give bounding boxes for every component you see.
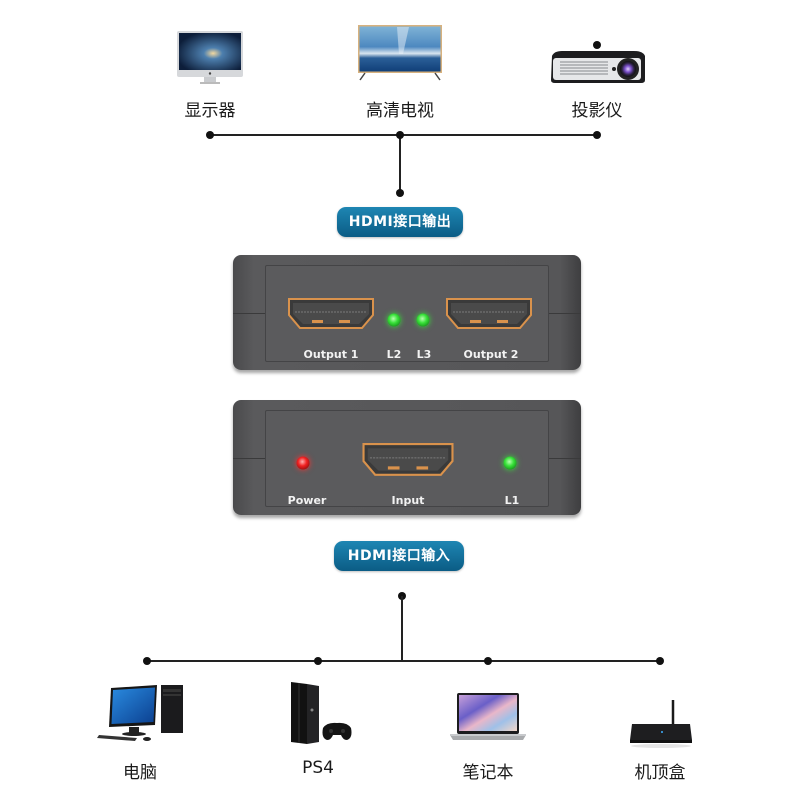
hdmi-port-output-1 xyxy=(288,298,374,329)
hdmi-port-output-2 xyxy=(446,298,532,329)
laptop-icon xyxy=(450,693,526,740)
led-l1 xyxy=(503,456,517,470)
set-top-box-icon xyxy=(630,700,692,748)
input-device-label-set-top-box: 机顶盒 xyxy=(634,763,686,783)
port-label-input: Input xyxy=(391,494,425,507)
monitor-icon xyxy=(177,31,243,84)
splitter-output-panel: Output 1 L2 L3 Output 2 xyxy=(233,255,581,370)
hdmi-output-badge: HDMI接口输出 xyxy=(337,207,463,237)
output-device-label-monitor: 显示器 xyxy=(184,101,236,121)
led-power xyxy=(296,456,310,470)
hdmi-input-badge: HDMI接口输入 xyxy=(334,541,464,571)
connector-dot xyxy=(206,131,214,139)
led-label-l3: L3 xyxy=(416,348,432,361)
input-device-label-pc: 电脑 xyxy=(123,763,157,783)
input-device-label-laptop: 笔记本 xyxy=(462,763,514,783)
led-label-power: Power xyxy=(287,494,327,507)
input-device-label-ps4: PS4 xyxy=(302,758,334,778)
connector-dot xyxy=(143,657,151,665)
desktop-pc-icon xyxy=(97,685,183,741)
input-connector-stem xyxy=(401,596,403,661)
port-label-output-2: Output 2 xyxy=(463,348,519,361)
led-l3 xyxy=(416,313,430,327)
connector-dot xyxy=(396,131,404,139)
connector-dot xyxy=(396,189,404,197)
projector-icon xyxy=(551,51,645,83)
tv-icon xyxy=(358,25,442,81)
input-connector-bar xyxy=(147,660,660,662)
output-device-label-projector: 投影仪 xyxy=(571,101,623,121)
game-console-icon xyxy=(291,682,352,744)
connector-dot xyxy=(593,131,601,139)
output-connector-stem xyxy=(399,135,401,193)
connector-dot xyxy=(314,657,322,665)
splitter-input-panel: Power Input L1 xyxy=(233,400,581,515)
led-l2 xyxy=(387,313,401,327)
connector-dot xyxy=(656,657,664,665)
output-device-label-tv: 高清电视 xyxy=(366,101,434,121)
projector-indicator-dot xyxy=(593,41,601,49)
connector-dot xyxy=(484,657,492,665)
hdmi-port-input xyxy=(362,443,454,476)
led-label-l1: L1 xyxy=(504,494,520,507)
port-label-output-1: Output 1 xyxy=(303,348,359,361)
led-label-l2: L2 xyxy=(386,348,402,361)
